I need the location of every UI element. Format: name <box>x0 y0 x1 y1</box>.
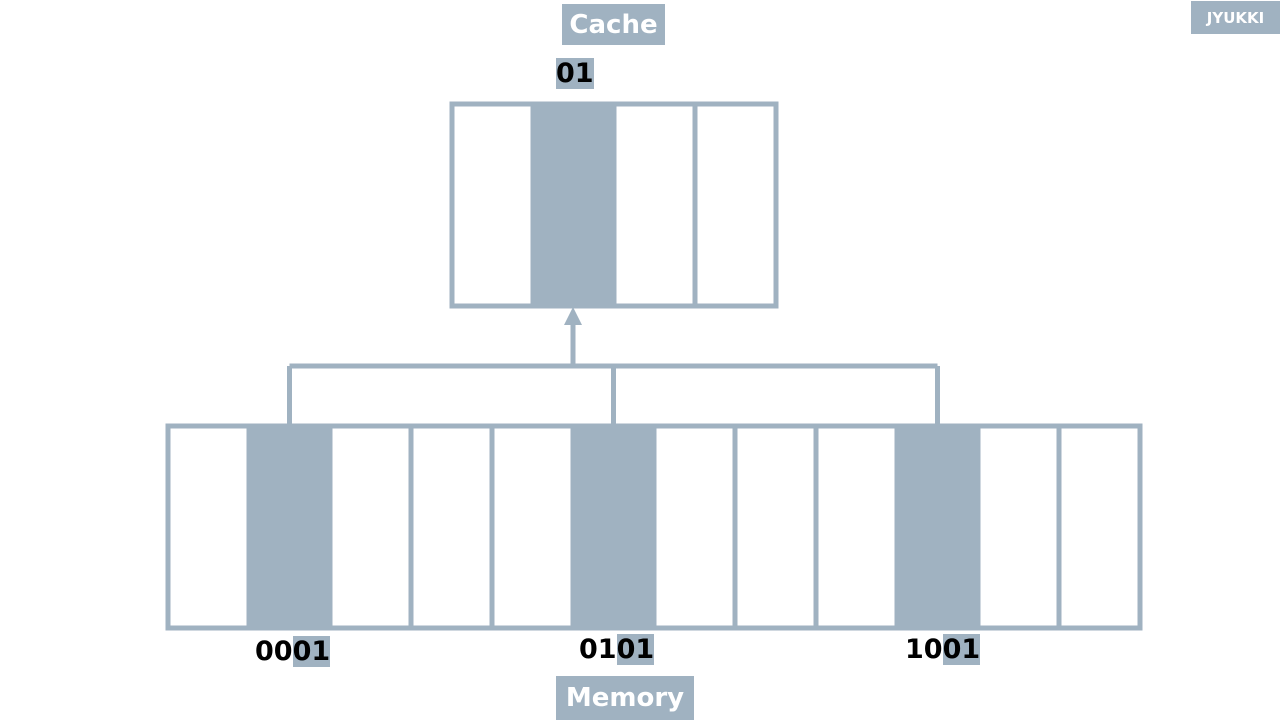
address-tag-bits: 01 <box>579 634 617 665</box>
memory-title: Memory <box>556 676 694 720</box>
memory-slot <box>732 423 819 631</box>
memory-slot <box>651 423 738 631</box>
memory-address-label: 0001 <box>255 634 331 670</box>
cache-slot <box>449 101 536 309</box>
memory-slot <box>489 423 576 631</box>
address-index-bits: 01 <box>292 636 331 667</box>
cache-block-row <box>449 101 779 309</box>
cache-slot <box>692 101 779 309</box>
memory-slot-highlighted <box>246 423 333 631</box>
mapping-connectors <box>287 307 940 424</box>
address-tag-bits: 00 <box>255 636 293 667</box>
memory-slot <box>408 423 495 631</box>
cache-title: Cache <box>562 4 665 45</box>
cache-slot <box>611 101 698 309</box>
memory-address-label: 1001 <box>905 632 981 668</box>
memory-slot <box>327 423 414 631</box>
address-tag-bits: 10 <box>905 634 943 665</box>
memory-slot-highlighted <box>570 423 657 631</box>
brand-badge: JYUKKI <box>1191 1 1280 34</box>
memory-slot-highlighted <box>894 423 981 631</box>
memory-slot <box>813 423 900 631</box>
address-index-bits: 01 <box>616 634 655 665</box>
memory-slot <box>1056 423 1143 631</box>
arrow-head-icon <box>564 307 582 325</box>
address-index-bits: 01 <box>942 634 981 665</box>
memory-block-row <box>165 423 1143 631</box>
memory-slot <box>975 423 1062 631</box>
memory-address-label: 0101 <box>579 632 655 668</box>
memory-slot <box>165 423 252 631</box>
cache-slot-highlighted <box>530 101 617 309</box>
cache-index-label: 01 <box>556 56 594 92</box>
cache-index-value: 01 <box>556 58 594 89</box>
